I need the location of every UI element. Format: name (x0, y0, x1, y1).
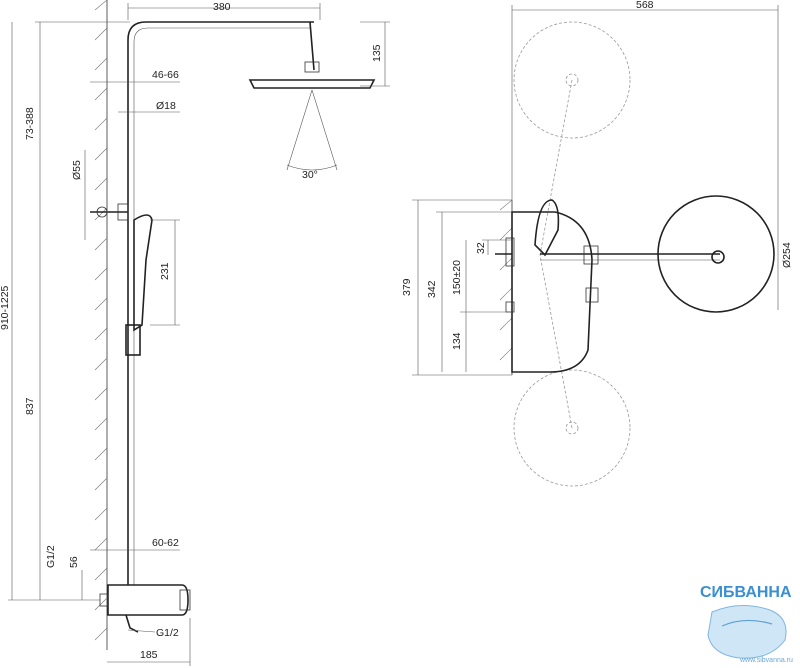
front-view: 30° 380 135 46-66 Ø18 73-388 (0, 0, 390, 666)
dim-side-width: 568 (636, 0, 654, 11)
watermark: СИБВАННА www.sibvanna.ru (700, 584, 793, 664)
dim-mixer-depth: 185 (140, 649, 158, 661)
spout (125, 614, 139, 633)
bathtub-logo-icon (707, 605, 787, 659)
dim-side-342: 342 (426, 280, 438, 298)
dim-outlet-thread: G1/2 (156, 627, 179, 639)
dim-side-32: 32 (475, 242, 487, 254)
dim-side-150: 150±20 (451, 260, 463, 295)
side-handle (534, 199, 560, 257)
wall-hatching (94, 0, 108, 641)
dim-mixer-offset: 60-62 (152, 537, 179, 549)
watermark-url: www.sibvanna.ru (739, 657, 793, 664)
side-view: 568 Ø254 379 342 (401, 0, 793, 487)
side-mixer-body (511, 211, 593, 373)
head-connector (304, 61, 320, 73)
ghost-head-top (513, 21, 631, 139)
dim-head-height: 135 (371, 44, 383, 62)
shower-pipe (127, 21, 314, 210)
dim-hand-range: 231 (159, 262, 171, 280)
side-shower-head (657, 195, 775, 313)
dim-side-379: 379 (401, 278, 413, 296)
dim-head-diameter: Ø254 (781, 242, 793, 268)
watermark-brand: СИБВАННА (700, 584, 792, 601)
dim-wall-offset-top: 46-66 (152, 69, 179, 81)
dim-top-adjust: 73-388 (24, 107, 36, 140)
overhead-shower-head (248, 79, 376, 89)
spray-angle-label: 30° (302, 169, 318, 181)
slider-holder (125, 324, 141, 356)
spray-cone (286, 89, 313, 171)
dim-side-134: 134 (451, 332, 463, 350)
dim-inlet-height: 56 (68, 556, 80, 568)
ghost-head-bottom (513, 369, 631, 487)
dim-inlet-thread: G1/2 (45, 545, 57, 568)
dim-pipe-diameter: Ø18 (156, 100, 176, 112)
hand-shower (133, 214, 153, 332)
thermostatic-mixer (107, 584, 189, 616)
dim-total-height: 910-1225 (0, 285, 11, 330)
dim-mixer-height: 837 (24, 397, 36, 415)
dim-holder-diameter: Ø55 (71, 160, 83, 180)
dim-arm-length: 380 (213, 1, 231, 13)
